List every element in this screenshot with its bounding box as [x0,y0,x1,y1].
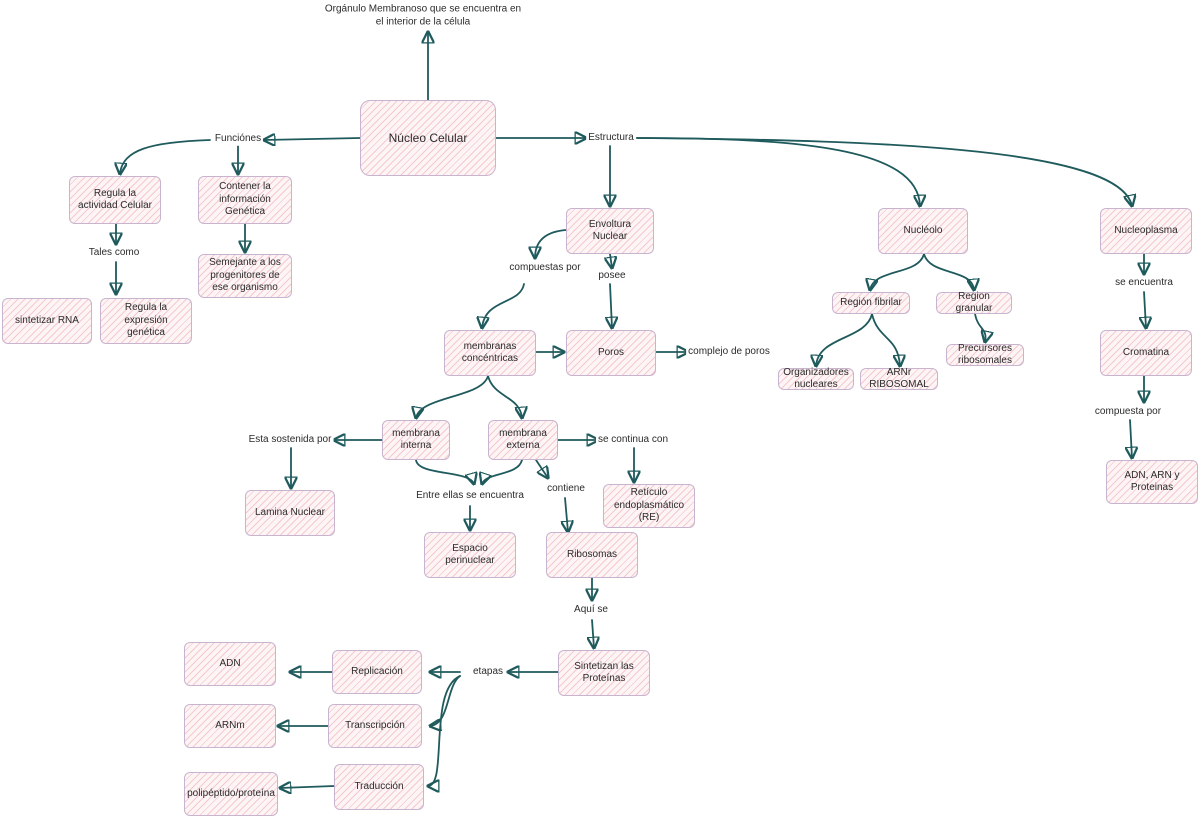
node-regula-actividad[interactable]: Regula la actividad Celular [69,176,161,224]
node-sintetizar-rna[interactable]: sintetizar RNA [2,298,92,344]
node-sintetizan-proteinas[interactable]: Sintetizan las Proteínas [558,650,650,696]
edge-funciones-to-regula [120,139,211,174]
edge-externa-to-entre [482,459,523,484]
node-organizadores-nucleares[interactable]: Organizadores nucleares [778,367,854,390]
label-compuesta-por: compuesta por [1092,405,1164,419]
edge-etapas-to-traduccion [428,675,461,786]
node-membranas-concentricas[interactable]: membranas concéntricas [444,330,536,376]
node-traduccion[interactable]: Traducción [334,764,424,810]
edge-nucleolo-to-granular [923,253,974,290]
node-adn-arn-proteinas[interactable]: ADN, ARN y Proteinas [1106,460,1198,504]
edge-membranas-to-interna [416,375,489,418]
label-se-continua-con: se continua con [595,433,671,447]
node-adn[interactable]: ADN [184,642,276,686]
edge-estructura-to-nucleoplasma [635,137,1132,206]
node-regula-expresion[interactable]: Regula la expresión genética [100,298,192,344]
edge-contiene-to-ribosomas [565,497,568,532]
edge-estructura-to-nucleolo [635,137,920,206]
node-region-granular[interactable]: Region granular [936,291,1012,314]
node-arnm[interactable]: ARNm [184,704,276,748]
edge-externa-to-contiene [535,459,548,478]
edge-envoltura-to-posee [610,253,612,268]
node-lamina-nuclear[interactable]: Lamina Nuclear [245,490,335,536]
node-envoltura-nuclear[interactable]: Envoltura Nuclear [566,208,654,254]
node-membrana-interna[interactable]: membrana interna [382,420,450,460]
node-cromatina[interactable]: Cromatina [1100,330,1192,376]
node-contener-informacion[interactable]: Contener la información Genética [198,176,292,224]
edge-center-to-funciones [264,138,361,140]
edge-etapas-to-transcripcion [430,675,461,726]
label-estructura: Estructura [586,131,636,145]
node-precursores-ribosomales[interactable]: Precursores ribosomales [946,343,1024,366]
label-posee: posee [596,269,628,283]
edge-se-encuentra-to-cromatina [1144,291,1146,328]
edge-compuestas-to-membranas [482,283,525,328]
edge-membranas-to-externa [487,375,522,418]
label-se-encuentra: se encuentra [1113,276,1175,290]
node-arnr-ribosomal[interactable]: ARNr RIBOSOMAL [860,367,938,390]
label-complejo-de-poros: complejo de poros [686,345,772,359]
node-nucleo-celular[interactable]: Núcleo Celular [360,100,496,176]
edge-compuesta-to-adn-arn [1130,419,1132,458]
node-espacio-perinuclear[interactable]: Espacio perinuclear [424,532,516,578]
label-etapas: etapas [470,665,506,679]
edge-granular-to-precursores [974,313,986,342]
node-ribosomas[interactable]: Ribosomas [546,532,638,578]
label-entre-ellas: Entre ellas se encuentra [414,489,526,503]
label-aqui-se: Aquí se [572,603,610,617]
edge-fibrilar-to-organizadores [816,313,873,366]
node-membrana-externa[interactable]: membrana externa [488,420,558,460]
label-compuestas-por: compuestas por [507,261,583,275]
edge-interna-to-entre [415,459,474,484]
edge-nucleolo-to-fibrilar [870,253,925,290]
node-semejante-progenitores[interactable]: Semejante a los progenitores de ese orga… [198,254,292,298]
node-nucleolo[interactable]: Nucléolo [878,208,968,254]
edge-aqui-to-sintetizan [592,619,594,648]
label-organulo-membranoso: Orgánulo Membranoso que se encuentra en … [324,3,522,28]
edge-traduccion-to-polipeptido [280,786,335,788]
node-nucleoplasma[interactable]: Nucleoplasma [1100,208,1192,254]
node-polipeptido-proteina[interactable]: polipéptido/proteína [184,772,278,816]
edge-fibrilar-to-arnr [871,313,900,366]
label-esta-sostenida-por: Esta sostenida por [246,433,334,447]
edge-envoltura-to-compuestas [535,229,567,258]
label-funciones: Funciónes [212,132,264,146]
edge-posee-to-poros [610,283,612,328]
node-reticulo-endoplasmatico[interactable]: Retículo endoplasmático (RE) [603,484,695,528]
label-tales-como: Tales como [86,246,142,260]
node-replicacion[interactable]: Replicación [332,650,422,694]
node-transcripcion[interactable]: Transcripción [328,704,422,748]
node-region-fibrilar[interactable]: Región fibrilar [832,292,910,314]
label-contiene: contiene [545,482,587,496]
node-poros[interactable]: Poros [566,330,656,376]
